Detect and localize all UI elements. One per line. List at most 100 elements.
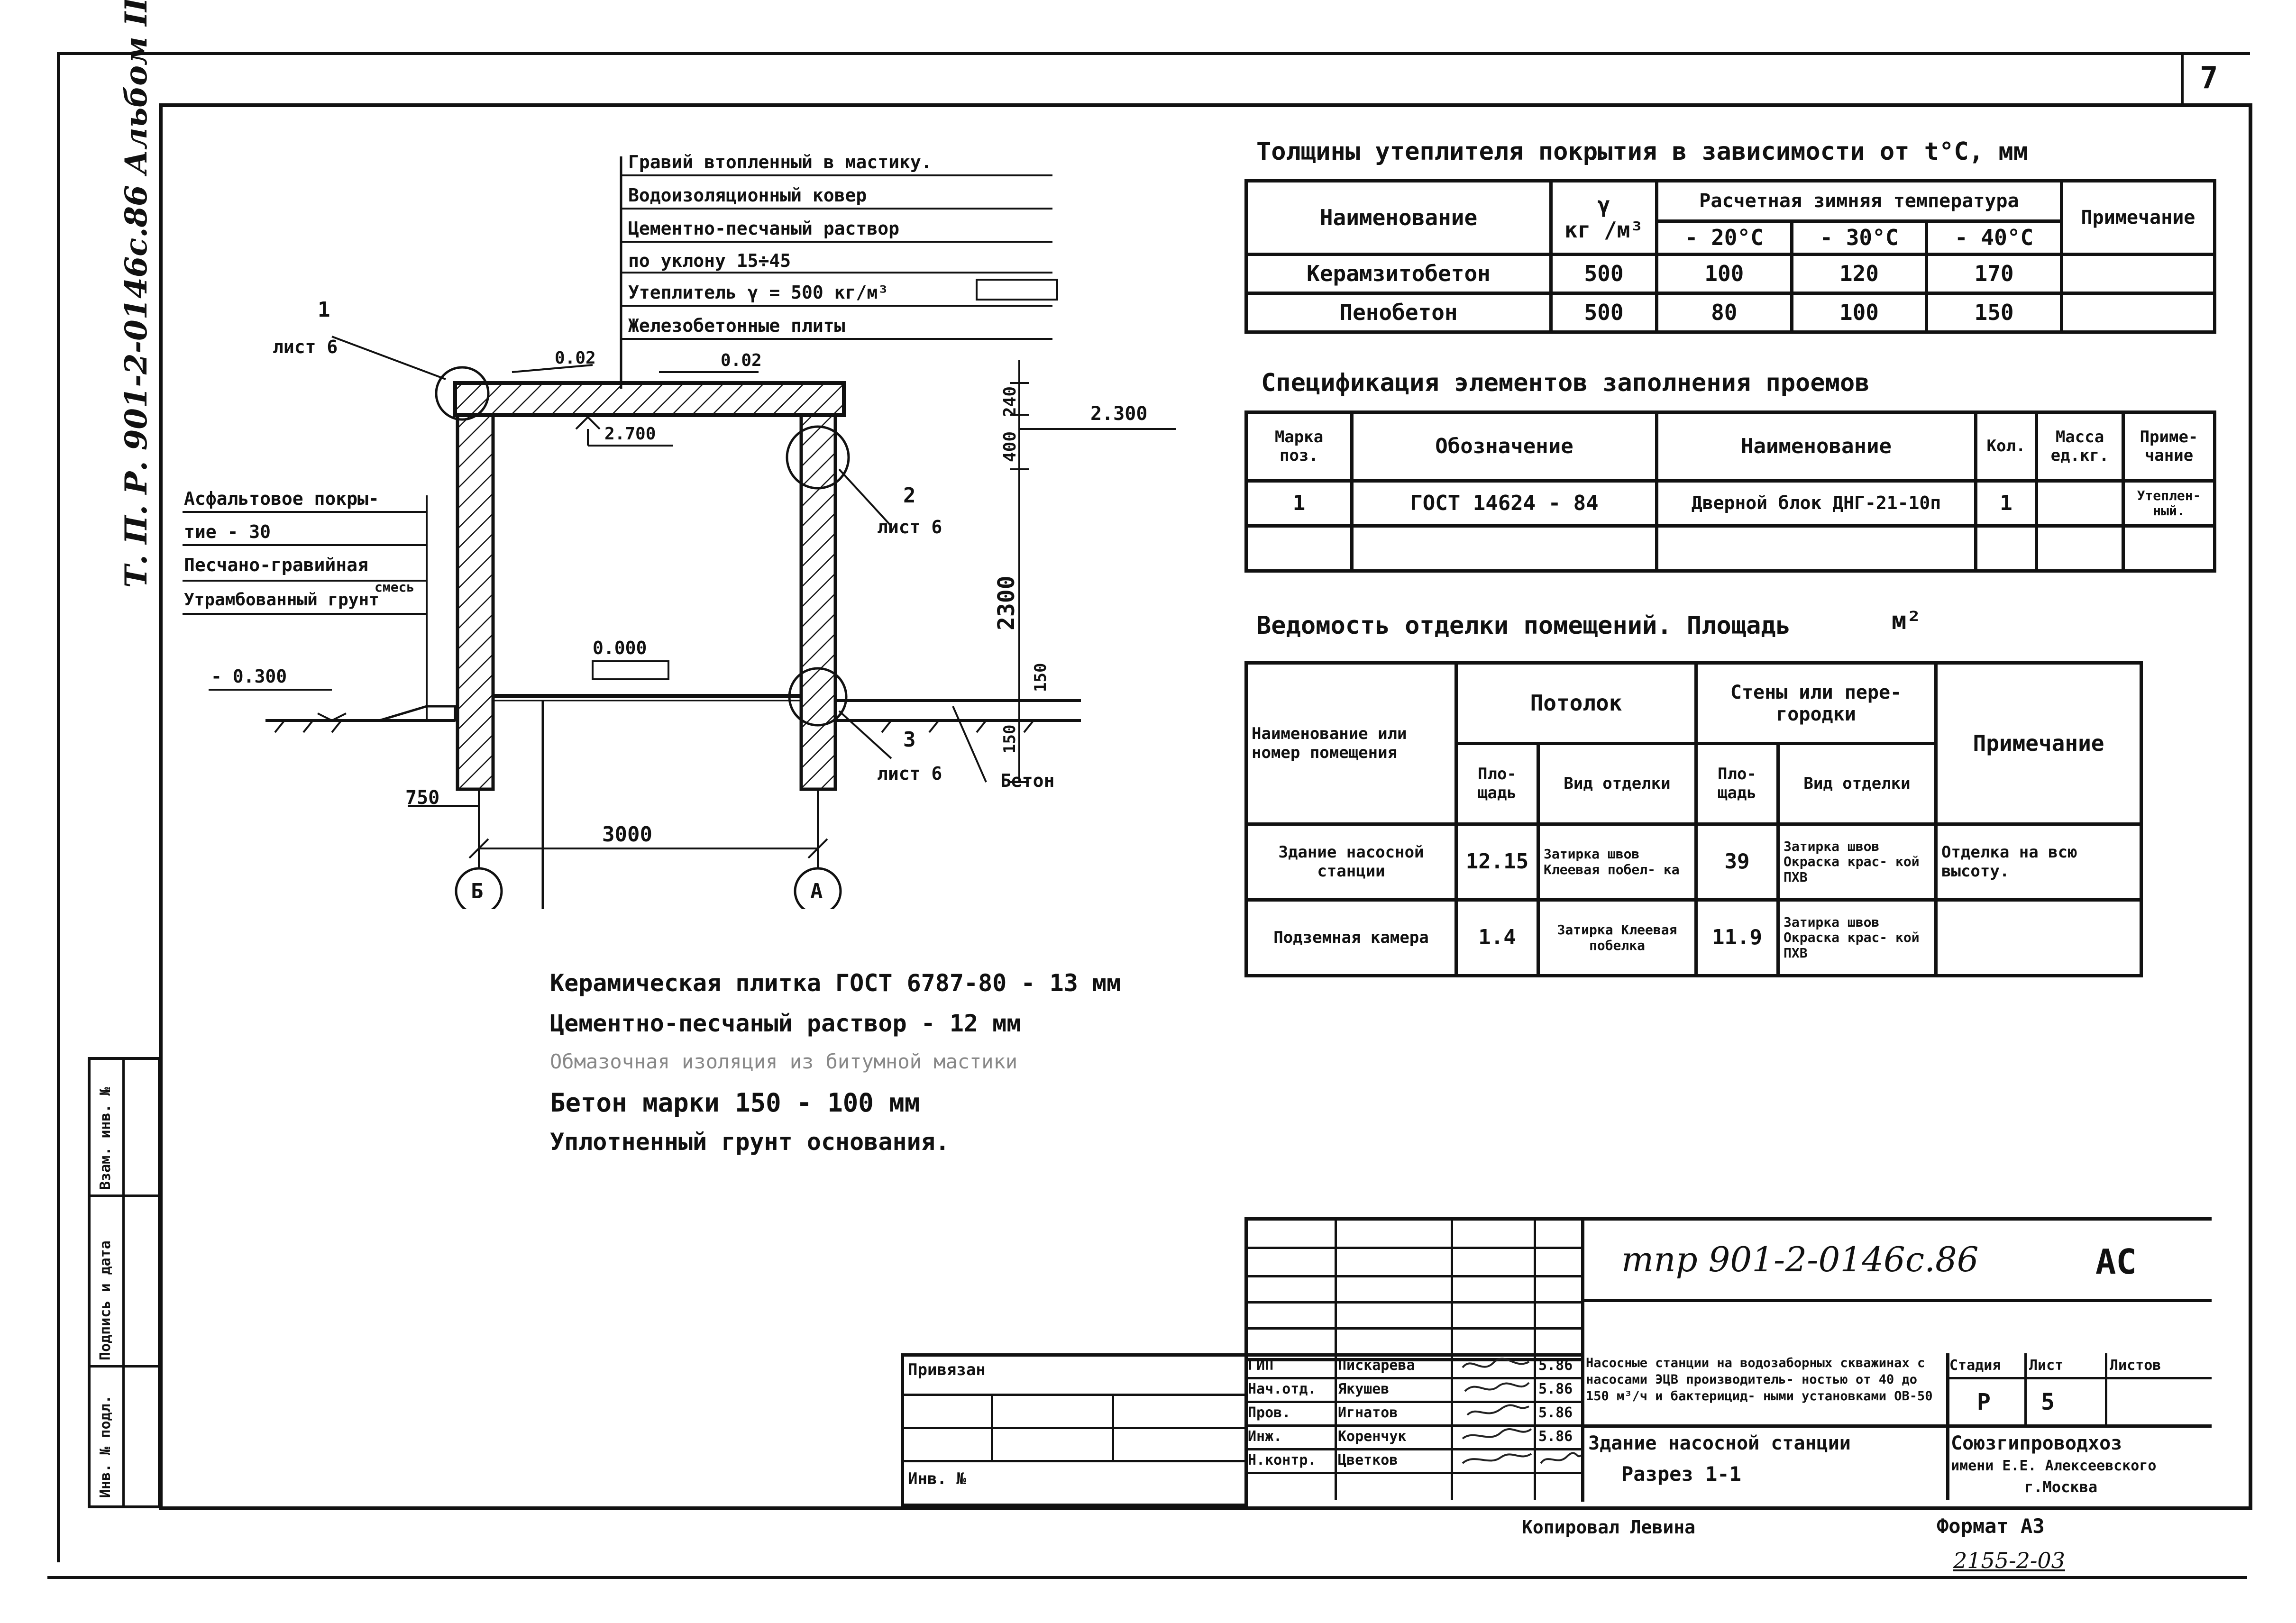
floor-layer-item: Обмазочная изоляция из битумной мастики bbox=[550, 1050, 1018, 1073]
ins-header-t2: - 30°С bbox=[1790, 219, 1929, 256]
outer-frame bbox=[57, 52, 2250, 1562]
spec-header-name: Наименование bbox=[1655, 410, 1977, 483]
privyazan-line bbox=[901, 1394, 1244, 1396]
paving-layer-item: тие - 30 bbox=[184, 521, 271, 542]
finish-header-walls: Стены или пере- городки bbox=[1694, 661, 1938, 745]
spec-header-mass: Масса ед.кг. bbox=[2035, 410, 2125, 483]
privyazan-line bbox=[901, 1460, 1244, 1462]
roles-line bbox=[1244, 1377, 1581, 1379]
ins-cell-t2: 120 bbox=[1790, 253, 1929, 295]
ins-row: Керамзитобетон 500 100 120 170 bbox=[1244, 253, 2217, 295]
roof-slab bbox=[453, 381, 846, 417]
roof-layer-item: Утеплитель γ = 500 кг/м³ bbox=[628, 282, 889, 303]
ins-cell-gamma: 500 bbox=[1549, 253, 1658, 295]
sheet-value: 5 bbox=[2041, 1389, 2055, 1415]
role-label: Пров. bbox=[1248, 1404, 1291, 1421]
inv-no-label: Инв. № bbox=[908, 1469, 966, 1488]
finish-header-note: Примечание bbox=[1934, 661, 2143, 826]
roof-layer-item: Железобетонные плиты bbox=[628, 315, 845, 336]
ins-cell-t3: 150 bbox=[1925, 292, 2063, 334]
role-date: 5.86 bbox=[1538, 1428, 1573, 1445]
finish-cell-c-finish: Затирка Клеевая побелка bbox=[1537, 898, 1698, 977]
stage-line bbox=[1946, 1424, 2212, 1428]
insulation-table-title: Толщины утеплителя покрытия в зависимост… bbox=[1256, 137, 2028, 166]
paving-layer-item: смесь bbox=[375, 579, 415, 595]
ins-cell-t1: 80 bbox=[1655, 292, 1793, 334]
dim-150-b: 150 bbox=[1000, 724, 1019, 754]
finish-cell-w-finish: Затирка швов Окраска крас- кой ПХВ bbox=[1776, 898, 1938, 977]
finish-cell-w-area: 11.9 bbox=[1694, 898, 1780, 977]
spec-header-mark: Марка поз. bbox=[1244, 410, 1354, 483]
stage-col bbox=[2105, 1353, 2107, 1424]
revision-col bbox=[1335, 1217, 1337, 1355]
role-name: Пискарева bbox=[1338, 1357, 1415, 1374]
stage-value: Р bbox=[1977, 1389, 1991, 1415]
stage-line bbox=[1946, 1377, 2212, 1379]
finish-cell-c-finish: Затирка швов Клеевая побел- ка bbox=[1537, 822, 1698, 902]
finish-cell-c-area: 1.4 bbox=[1454, 898, 1540, 977]
roles-col bbox=[1451, 1353, 1453, 1500]
finish-cell-note: Отделка на всю высоту. bbox=[1934, 822, 2143, 902]
role-name: Коренчук bbox=[1338, 1428, 1407, 1445]
sheet-title-2: Разрез 1-1 bbox=[1621, 1462, 1741, 1486]
roles-line bbox=[1244, 1448, 1581, 1450]
finish-cell-w-finish: Затирка швов Окраска крас- кой ПХВ bbox=[1776, 822, 1938, 902]
title-code-line bbox=[1581, 1299, 2212, 1302]
spec-header-qty: Кол. bbox=[1974, 410, 2038, 483]
insulation-table: Наименование γ кг /м³ Расчетная зимняя т… bbox=[1244, 179, 2217, 334]
dim-750: 750 bbox=[405, 787, 440, 809]
roles-block bbox=[1244, 1353, 1584, 1504]
ins-cell-t3: 170 bbox=[1925, 253, 2063, 295]
callout-1-circle bbox=[435, 366, 490, 421]
finish-cell-w-area: 39 bbox=[1694, 822, 1780, 902]
role-label: ГИП bbox=[1248, 1357, 1274, 1374]
callout-3-sheet: лист 6 bbox=[877, 763, 942, 784]
spec-table-title: Спецификация элементов заполнения проемо… bbox=[1261, 369, 1870, 397]
paving-layer-item: Асфальтовое покры- bbox=[184, 488, 379, 509]
finish-header-ceiling: Потолок bbox=[1454, 661, 1698, 745]
finish-cell-c-area: 12.15 bbox=[1454, 822, 1540, 902]
callout-2-sheet: лист 6 bbox=[877, 517, 942, 538]
right-wall bbox=[799, 413, 837, 791]
footer-copied: Копировал Левина bbox=[1522, 1517, 1696, 1538]
roof-layer-item: Гравий втопленный в мастику. bbox=[628, 152, 932, 173]
revision-col bbox=[1534, 1217, 1536, 1355]
ins-header-t1: - 20°С bbox=[1655, 219, 1793, 256]
ins-cell-note bbox=[2059, 292, 2217, 334]
drawing-frame bbox=[159, 103, 2252, 1510]
ins-row: Пенобетон 500 80 100 150 bbox=[1244, 292, 2217, 334]
revision-col bbox=[1451, 1217, 1453, 1355]
callout-2-number: 2 bbox=[903, 483, 916, 508]
finish-header-w-area: Пло- щадь bbox=[1694, 742, 1780, 826]
spec-row: 1 ГОСТ 14624 - 84 Дверной блок ДНГ-21-10… bbox=[1244, 479, 2216, 528]
spec-cell-name: Дверной блок ДНГ-21-10п bbox=[1655, 479, 1977, 528]
privyazan-line bbox=[901, 1427, 1244, 1429]
slope-label-a: 0.02 bbox=[555, 348, 596, 368]
floor-layer-item: Цементно-песчаный раствор - 12 мм bbox=[550, 1010, 1021, 1037]
album-label: Т. П. Р. 901-2-0146с.86 Альбом III bbox=[119, 0, 154, 588]
roles-line bbox=[1244, 1424, 1581, 1427]
footer-format: Формат А3 bbox=[1937, 1514, 2045, 1538]
dim-2300: 2300 bbox=[993, 575, 1020, 630]
finish-cell-room: Подземная камера bbox=[1244, 898, 1458, 977]
project-desc: Насосные станции на водозаборных скважин… bbox=[1586, 1356, 1933, 1404]
role-label: Н.контр. bbox=[1248, 1452, 1317, 1468]
margin-inv-podl: Инв. № подл. bbox=[97, 1395, 114, 1498]
dim-150-a: 150 bbox=[1031, 663, 1050, 692]
privyazan-col bbox=[991, 1394, 993, 1460]
dim-3000: 3000 bbox=[602, 822, 652, 847]
org-line-1: Союзгипроводхоз bbox=[1951, 1432, 2122, 1454]
ins-cell-note bbox=[2059, 253, 2217, 295]
privyazan-label: Привязан bbox=[908, 1360, 986, 1379]
stage-col bbox=[2024, 1353, 2027, 1424]
doc-mark: АС bbox=[2095, 1242, 2137, 1282]
margin-podpis: Подпись и дата bbox=[97, 1240, 114, 1360]
role-name: Цветков bbox=[1338, 1452, 1398, 1468]
margin-vzam: Взам. инв. № bbox=[97, 1087, 114, 1190]
paving-layer-item: Утрамбованный грунт bbox=[184, 590, 379, 610]
ins-cell-gamma: 500 bbox=[1549, 292, 1658, 334]
finish-header-room: Наименование или номер помещения bbox=[1244, 661, 1458, 826]
sheet-number: 7 bbox=[2200, 61, 2218, 96]
axis-a-bubble bbox=[794, 867, 842, 909]
ins-header-gamma-sym: γ bbox=[1597, 192, 1610, 218]
